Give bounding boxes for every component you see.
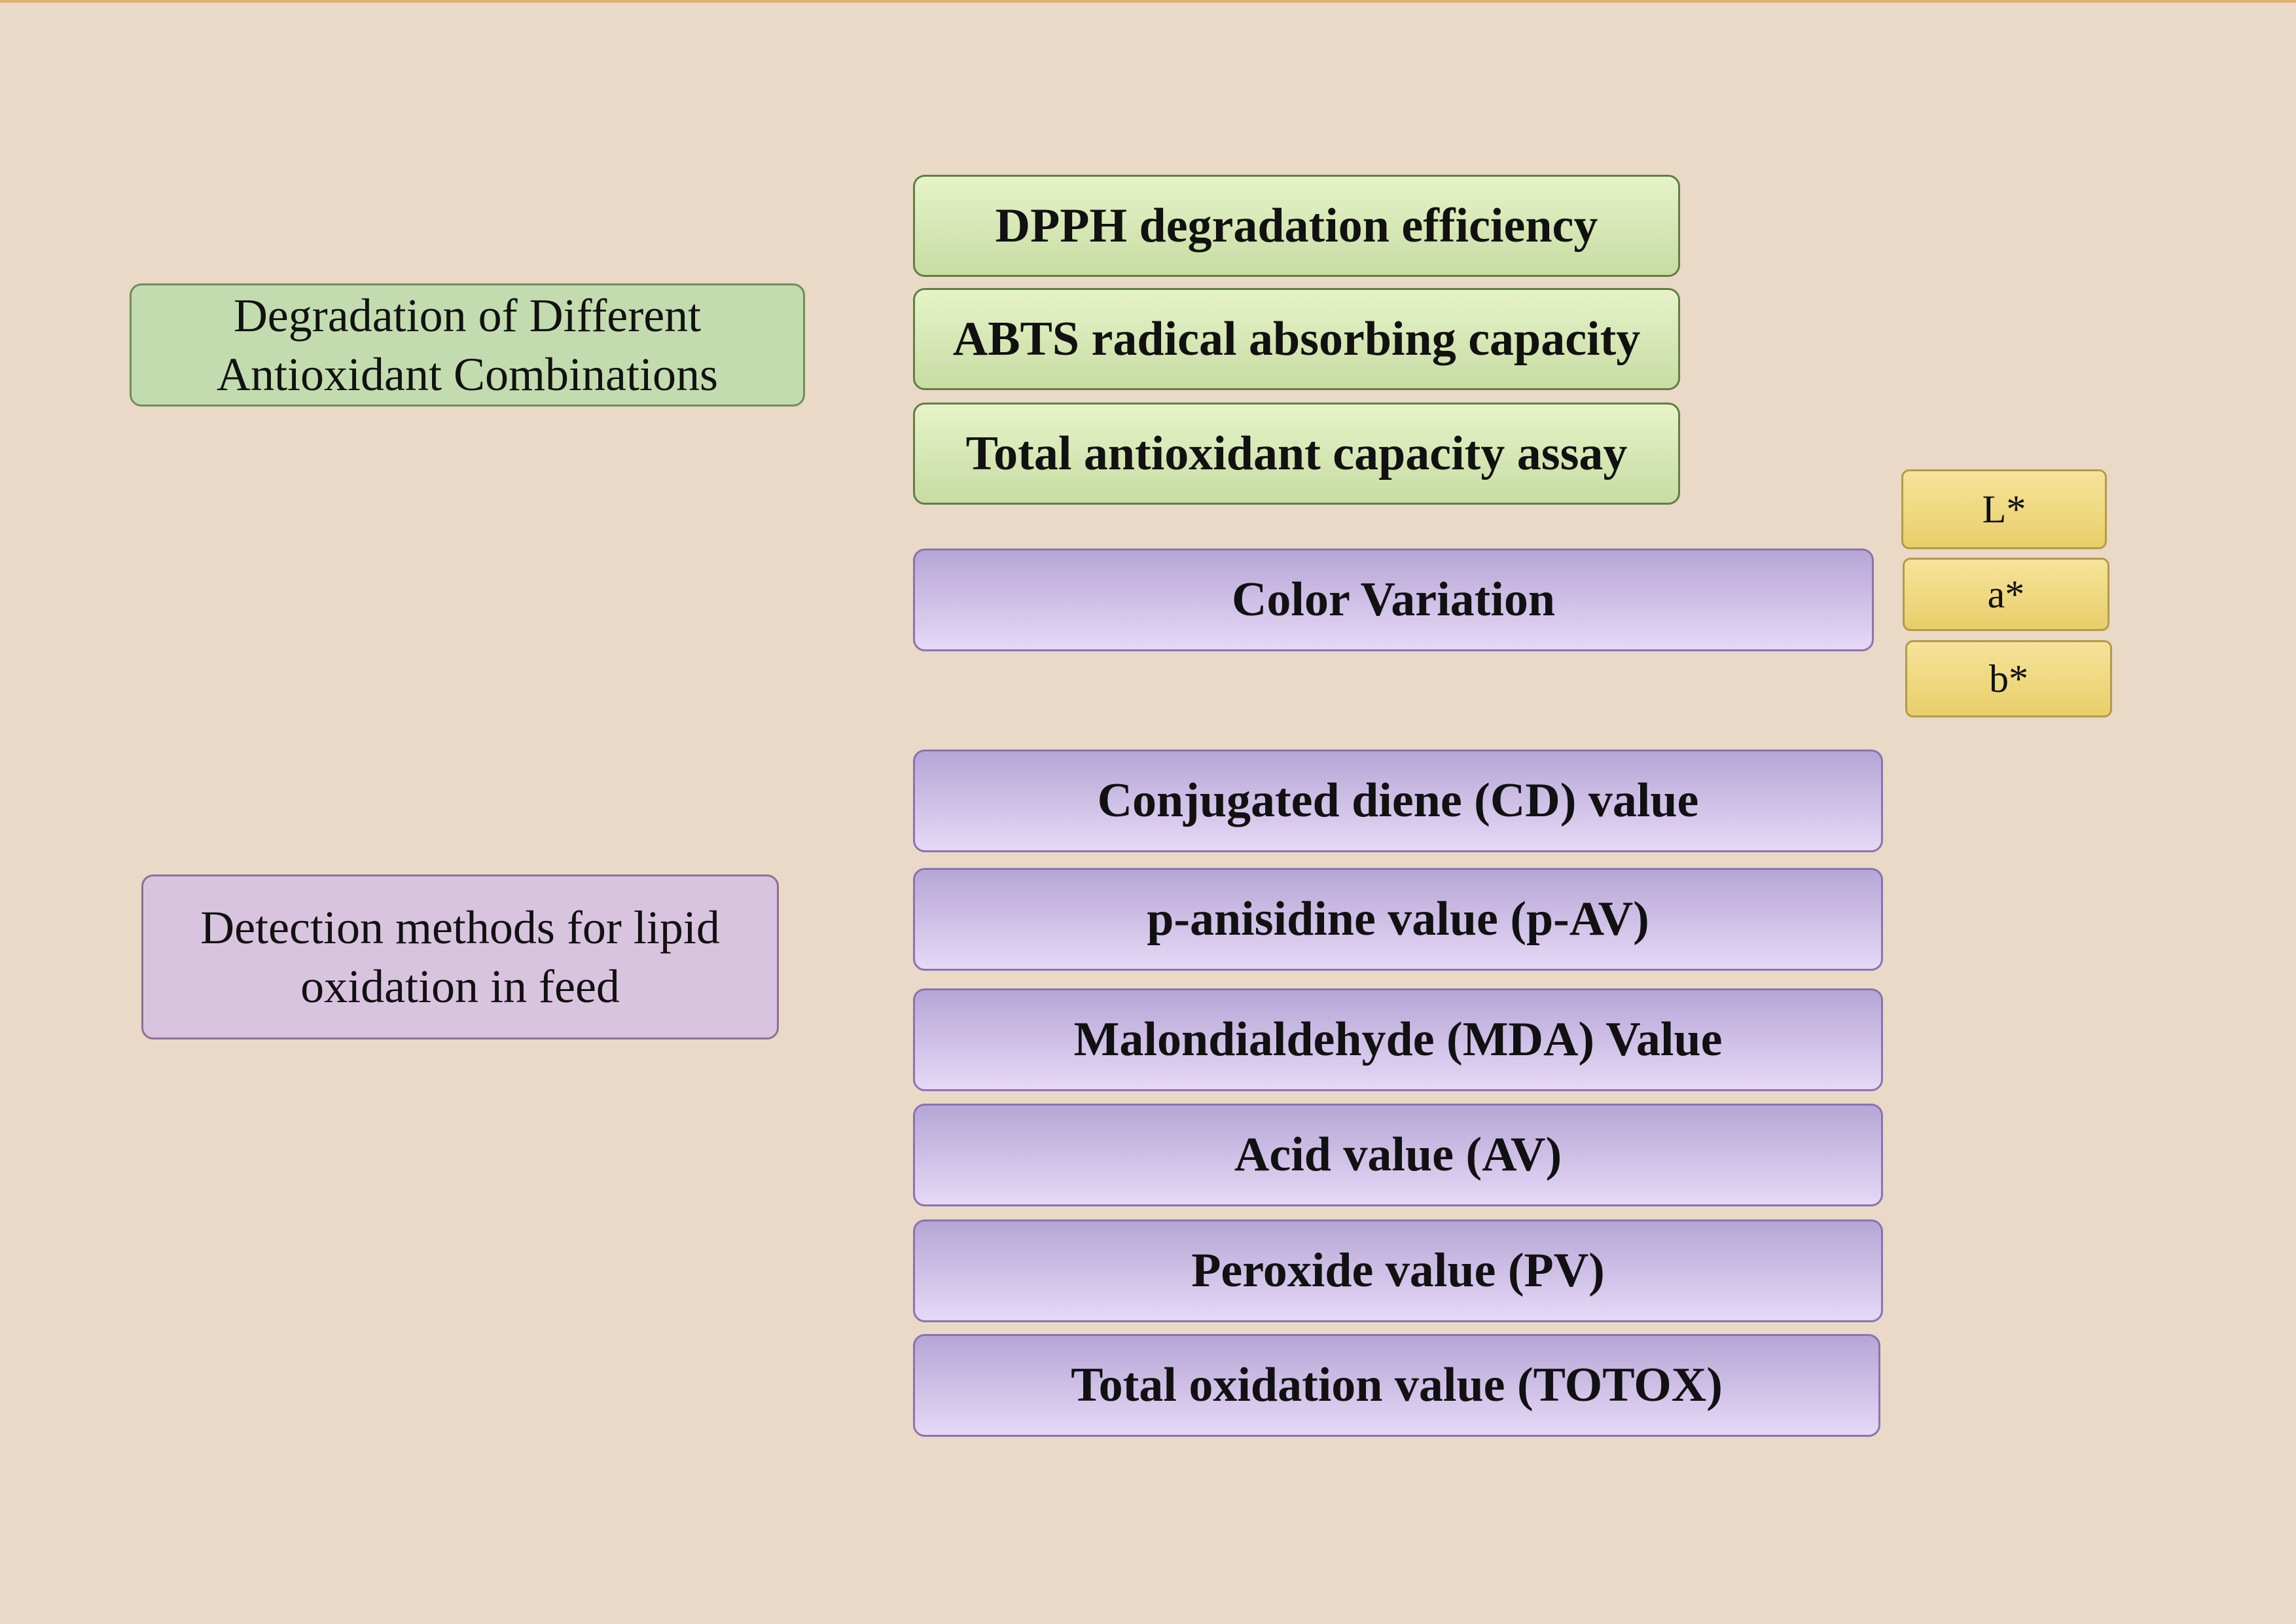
method-color-variation: Color Variation — [913, 549, 1874, 651]
color-component-a: a* — [1903, 558, 2109, 631]
method-total-antioxidant: Total antioxidant capacity assay — [913, 403, 1680, 505]
method-dpph: DPPH degradation efficiency — [913, 175, 1680, 277]
method-acid-value: Acid value (AV) — [913, 1104, 1883, 1206]
color-component-l: L* — [1901, 469, 2107, 549]
method-conjugated-diene: Conjugated diene (CD) value — [913, 749, 1883, 852]
method-abts: ABTS radical absorbing capacity — [913, 288, 1680, 390]
color-component-b: b* — [1905, 640, 2112, 717]
category-antioxidant-degradation: Degradation of Different Antioxidant Com… — [130, 283, 805, 406]
method-p-anisidine: p-anisidine value (p-AV) — [913, 868, 1883, 971]
method-totox: Total oxidation value (TOTOX) — [913, 1334, 1880, 1437]
method-malondialdehyde: Malondialdehyde (MDA) Value — [913, 988, 1883, 1091]
category-lipid-oxidation-detection: Detection methods for lipid oxidation in… — [141, 875, 779, 1039]
method-peroxide-value: Peroxide value (PV) — [913, 1219, 1883, 1322]
top-border-line — [0, 0, 2296, 3]
